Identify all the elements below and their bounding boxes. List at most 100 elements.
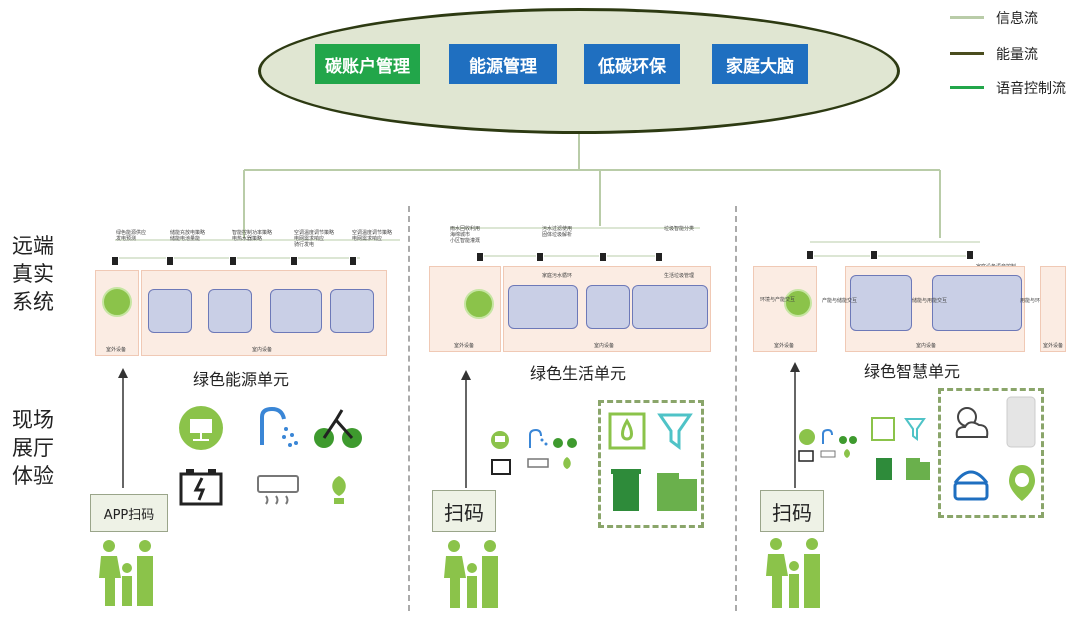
energy-outdoor-label: 室外设备 [106, 347, 127, 353]
family-icon [440, 538, 504, 610]
remote-system-label: 远端真实系统 [12, 234, 54, 314]
switch-icon [536, 252, 544, 262]
bicycle-icon [838, 428, 858, 446]
weather-icon [947, 397, 991, 449]
energy-app-scan-box[interactable]: APP扫码 [90, 494, 168, 532]
filter-icon [904, 416, 926, 442]
energy-top-text-4: 空调温度调节策略电网需求响应 [352, 230, 393, 242]
air-conditioner-icon [820, 450, 836, 460]
switch-icon [870, 250, 878, 260]
legend-line-info [950, 16, 984, 19]
switch-icon [166, 256, 174, 266]
energy-outdoor-panel: 室外设备 [95, 270, 139, 356]
smart-outdoor-label: 室外设备 [774, 343, 795, 349]
water-drop-icon [607, 411, 647, 451]
light-bulb-icon [326, 474, 352, 506]
life-highlight-box [598, 400, 704, 528]
energy-top-text-2: 智能控制功率策略电热水器策略 [232, 230, 273, 242]
recycle-bin-icon [904, 454, 932, 482]
hub-button-carbon-account[interactable]: 碳账户管理 [315, 44, 420, 84]
legend-line-energy [950, 52, 984, 55]
light-bulb-icon [842, 448, 852, 462]
trash-bin-icon [609, 467, 643, 513]
bicycle-icon [552, 428, 578, 450]
hub-button-home-brain[interactable]: 家庭大脑 [712, 44, 808, 84]
life-sub-label-1: 生活垃圾管理 [664, 273, 695, 279]
switch-icon [229, 256, 237, 266]
air-purifier-icon [1005, 395, 1037, 449]
shower-icon [820, 428, 838, 446]
solar-panel-icon [784, 289, 812, 317]
smart-side-text-0: 环境与产能交互 [760, 297, 796, 303]
smart-side-text-3: 用能与环境交互 [1020, 298, 1056, 304]
solar-panel-icon [464, 289, 494, 319]
life-top-text-1: 污水过滤使用固体垃圾解析 [542, 226, 573, 238]
air-conditioner-icon [527, 458, 549, 474]
switch-icon [599, 252, 607, 262]
ac-bike-device-box [632, 285, 708, 329]
shower-icon [256, 405, 302, 451]
energy-indoor-label: 室内设备 [252, 347, 273, 353]
energy-unit-title: 绿色能源单元 [193, 370, 290, 389]
battery-icon [490, 456, 512, 476]
family-icon [762, 536, 826, 610]
solar-panel-icon [178, 405, 224, 451]
smart-indoor-label: 室内设备 [916, 343, 937, 349]
switch-icon [111, 256, 119, 266]
water-heater-device-box [208, 289, 252, 333]
ac-device-box [330, 289, 374, 333]
family-icon [95, 538, 159, 608]
smart-scan-box[interactable]: 扫码 [760, 490, 824, 532]
shower-icon [527, 428, 549, 450]
life-indoor-label: 室内设备 [594, 343, 615, 349]
smart-side-text-2: 储能与用能交互 [912, 298, 948, 304]
smart-unit-title: 绿色智慧单元 [864, 362, 961, 381]
life-outdoor-panel: 室外设备 [429, 266, 501, 352]
life-indoor-panel: 家庭污水循环 生活垃圾管理 室内设备 [503, 266, 711, 352]
smart-side-text-1: 产能与储能交互 [822, 298, 858, 304]
life-top-text-0: 雨水回收利用海绵城市小区智能灌溉 [450, 226, 481, 244]
divider-right [735, 206, 737, 611]
hub-button-energy-management[interactable]: 能源管理 [449, 44, 557, 84]
legend-line-voice [950, 86, 984, 89]
water-heater-device-box [586, 285, 630, 329]
life-top-text-2: 垃圾智能分类 [664, 226, 695, 232]
solar-panel-icon [102, 287, 132, 317]
smart-indoor-panel: 室内设备 [845, 266, 1025, 352]
legend-energy-label: 能量流 [996, 47, 1038, 63]
ac-bike-device-box [270, 289, 322, 333]
battery-icon [798, 448, 814, 462]
energy-top-text-1: 储能充放电策略储能电池量能 [170, 230, 206, 242]
recycle-bin-icon [655, 467, 699, 513]
hub-button-low-carbon[interactable]: 低碳环保 [584, 44, 680, 84]
switch-icon [655, 252, 663, 262]
switch-icon [966, 250, 974, 260]
battery-device-box [148, 289, 192, 333]
water-drop-icon [870, 416, 896, 442]
battery-bin-device-box [508, 285, 578, 329]
switch-icon [290, 256, 298, 266]
energy-top-text-0: 绿色能源供应发电预测 [116, 230, 147, 242]
switch-icon [476, 252, 484, 262]
life-unit-title: 绿色生活单元 [530, 364, 627, 383]
life-outdoor-label: 室外设备 [454, 343, 475, 349]
air-conditioner-icon [256, 474, 300, 508]
solar-panel-icon [490, 430, 510, 450]
battery-icon [178, 466, 224, 508]
onsite-experience-label: 现场展厅体验 [12, 408, 54, 488]
switch-icon [349, 256, 357, 266]
life-scan-box[interactable]: 扫码 [432, 490, 496, 532]
bicycle-icon [312, 404, 364, 452]
light-bulb-icon [560, 456, 574, 476]
battery-bin-device-box [850, 275, 912, 331]
divider-left [408, 206, 410, 611]
filter-icon [657, 411, 693, 451]
smart-far-label: 室外设备 [1043, 343, 1064, 349]
switch-icon [806, 250, 814, 260]
smart-highlight-box [938, 388, 1044, 518]
smart-outdoor-panel: 环境与产能交互 室外设备 [753, 266, 817, 352]
solar-panel-icon [798, 428, 816, 446]
ac-bike-plug-device-box [932, 275, 1022, 331]
energy-indoor-panel: 室内设备 [141, 270, 387, 356]
